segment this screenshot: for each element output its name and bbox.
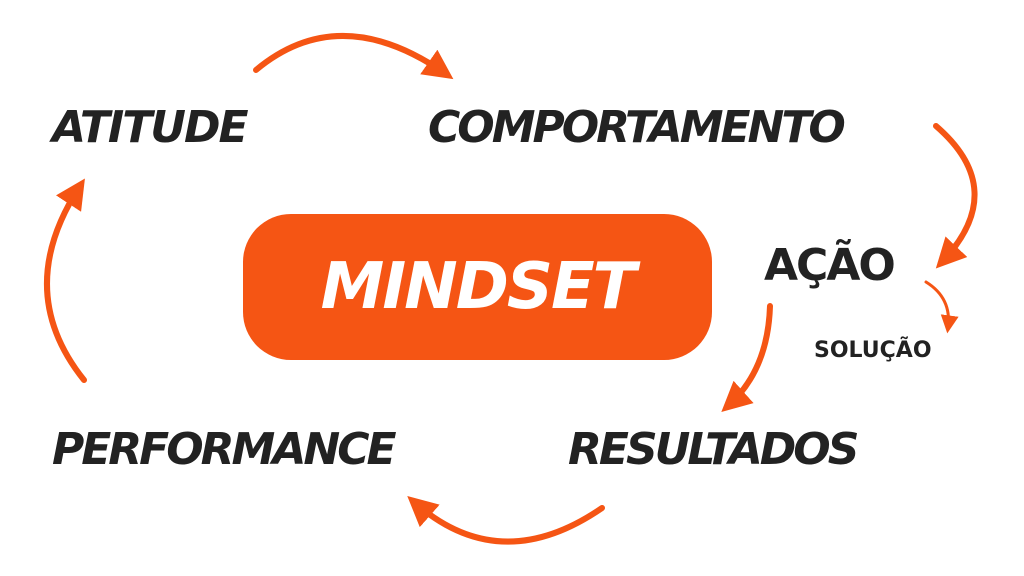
arrow-resultados-to-performance — [407, 496, 605, 545]
step-atitude: ATITUDE — [52, 102, 249, 153]
step-resultados: RESULTADOS — [568, 424, 859, 475]
arrow-acao-to-solucao — [924, 280, 959, 334]
mindset-title: MINDSET — [320, 250, 637, 324]
arrow-atitude-to-comportamento — [253, 33, 454, 80]
arrow-comportamento-to-acao — [933, 123, 978, 269]
mindset-center-pill: MINDSET — [243, 214, 712, 360]
step-solucao: SOLUÇÃO — [814, 338, 932, 363]
step-comportamento: COMPORTAMENTO — [428, 102, 846, 153]
arrow-performance-to-atitude — [44, 178, 87, 383]
step-acao: AÇÃO — [764, 240, 896, 291]
step-performance: PERFORMANCE — [52, 424, 397, 475]
arrow-acao-to-resultados — [721, 303, 773, 413]
